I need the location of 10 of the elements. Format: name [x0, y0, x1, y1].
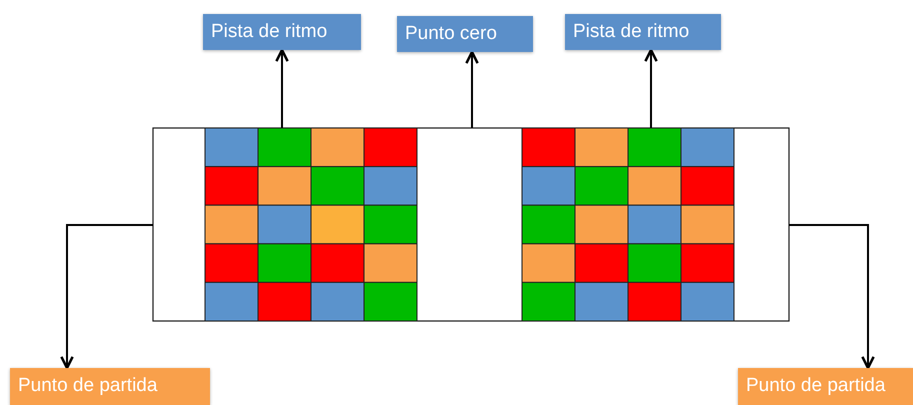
label-box: Punto de partida: [10, 368, 210, 405]
label-box: Punto cero: [397, 16, 533, 52]
arrow: [275, 48, 289, 128]
arrow: [465, 50, 479, 128]
arrow: [789, 224, 875, 370]
label-box: Pista de ritmo: [565, 14, 721, 50]
arrow: [60, 224, 153, 370]
arrow: [644, 48, 658, 128]
label-box: Pista de ritmo: [203, 14, 361, 50]
label-box: Punto de partida: [738, 368, 913, 405]
